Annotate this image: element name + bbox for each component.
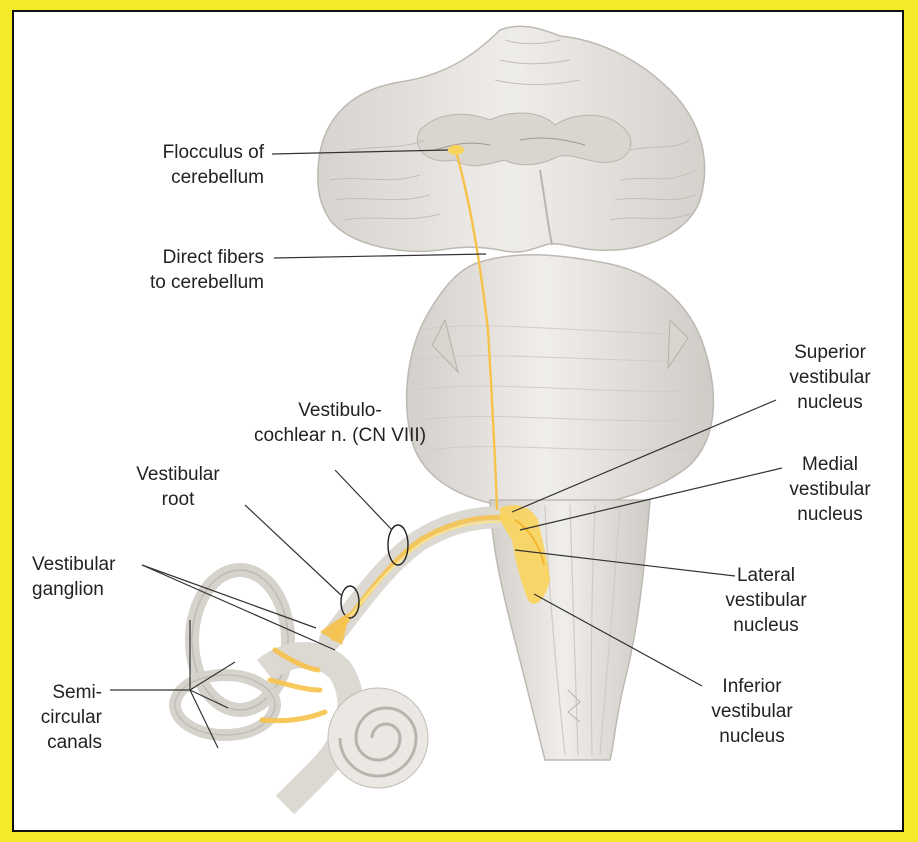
label-semicircular-canals: Semi- circular canals	[20, 680, 102, 755]
label-vestibular-ganglion: Vestibular ganglion	[32, 552, 152, 602]
label-flocculus-line2: cerebellum	[140, 165, 264, 190]
label-lateral-line1: Lateral	[706, 563, 826, 588]
label-vestibulocochlear-line1: Vestibulo-	[235, 398, 445, 423]
vestibulocochlear-nerve	[330, 517, 515, 640]
label-direct-fibers-line1: Direct fibers	[124, 245, 264, 270]
label-medial-line2: vestibular	[770, 477, 890, 502]
label-direct-fibers: Direct fibers to cerebellum	[124, 245, 264, 295]
label-inferior-nucleus: Inferior vestibular nucleus	[692, 674, 812, 749]
label-inferior-line2: vestibular	[692, 699, 812, 724]
label-flocculus: Flocculus of cerebellum	[140, 140, 264, 190]
label-lateral-line3: nucleus	[706, 613, 826, 638]
label-lateral-nucleus: Lateral vestibular nucleus	[706, 563, 826, 638]
label-superior-line3: nucleus	[770, 390, 890, 415]
label-vestibular-root-line2: root	[118, 487, 238, 512]
label-vestibulocochlear: Vestibulo- cochlear n. (CN VIII)	[235, 398, 445, 448]
label-vestibular-ganglion-line2: ganglion	[32, 577, 152, 602]
label-lateral-line2: vestibular	[706, 588, 826, 613]
label-vestibular-root-line1: Vestibular	[118, 462, 238, 487]
label-medial-line3: nucleus	[770, 502, 890, 527]
label-inferior-line3: nucleus	[692, 724, 812, 749]
cerebellum	[318, 26, 705, 252]
label-semicircular-line1: Semi-	[20, 680, 102, 705]
leader-vestibular-ganglion	[142, 565, 335, 650]
inner-ear	[175, 570, 428, 805]
label-flocculus-line1: Flocculus of	[140, 140, 264, 165]
leader-vestibulocochlear	[335, 470, 392, 530]
label-direct-fibers-line2: to cerebellum	[124, 270, 264, 295]
label-medial-line1: Medial	[770, 452, 890, 477]
pons	[407, 255, 714, 505]
label-vestibulocochlear-line2: cochlear n. (CN VIII)	[235, 423, 445, 448]
flocculus-highlight	[448, 145, 464, 155]
label-semicircular-line3: canals	[20, 730, 102, 755]
label-vestibular-ganglion-line1: Vestibular	[32, 552, 152, 577]
label-superior-nucleus: Superior vestibular nucleus	[770, 340, 890, 415]
label-superior-line2: vestibular	[770, 365, 890, 390]
label-inferior-line1: Inferior	[692, 674, 812, 699]
label-medial-nucleus: Medial vestibular nucleus	[770, 452, 890, 527]
label-semicircular-line2: circular	[20, 705, 102, 730]
leader-direct-fibers	[274, 254, 486, 258]
label-vestibular-root: Vestibular root	[118, 462, 238, 512]
label-superior-line1: Superior	[770, 340, 890, 365]
